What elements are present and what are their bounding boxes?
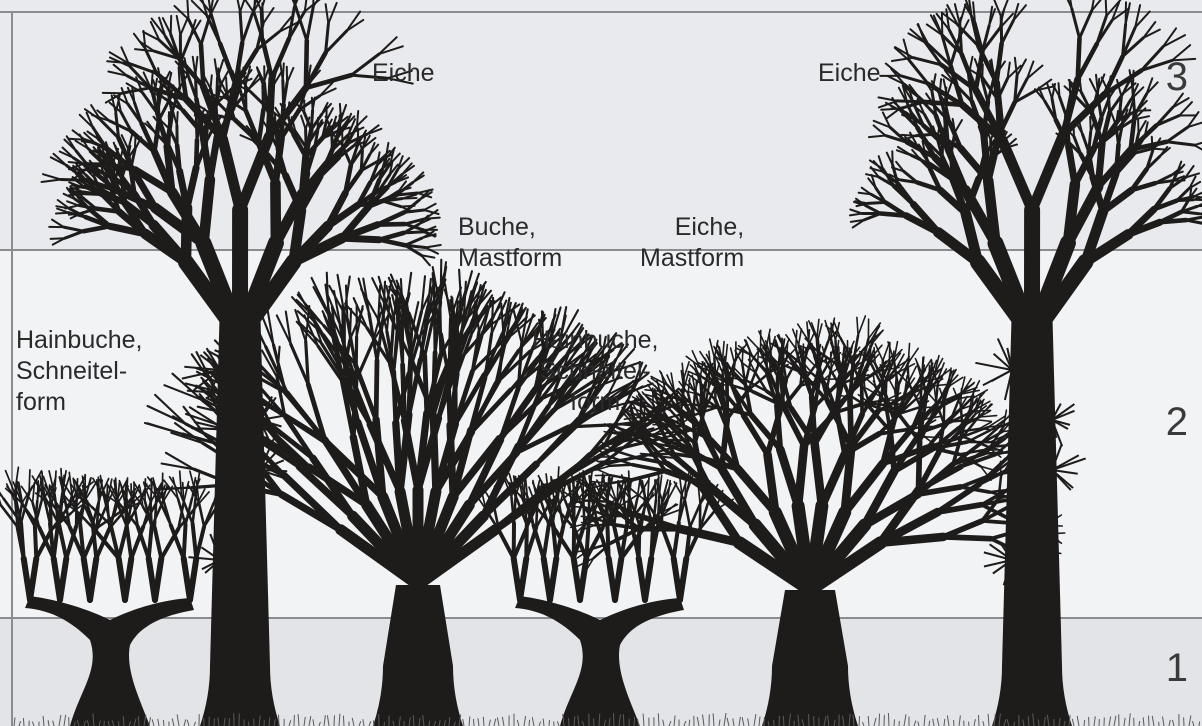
zone-label-2: 2 bbox=[1166, 400, 1188, 445]
label-eiche-mastform: Eiche, Mastform bbox=[640, 212, 744, 274]
zone-label-1: 1 bbox=[1166, 646, 1188, 691]
label-hainbuche-center: Hainbuche, Schneitel- form bbox=[532, 325, 658, 418]
label-buche-mastform: Buche, Mastform bbox=[458, 212, 562, 274]
zone-label-3: 3 bbox=[1166, 55, 1188, 100]
label-eiche-left: Eiche bbox=[372, 58, 435, 89]
label-hainbuche-left: Hainbuche, Schneitel- form bbox=[16, 325, 142, 418]
label-eiche-right: Eiche bbox=[818, 58, 881, 89]
